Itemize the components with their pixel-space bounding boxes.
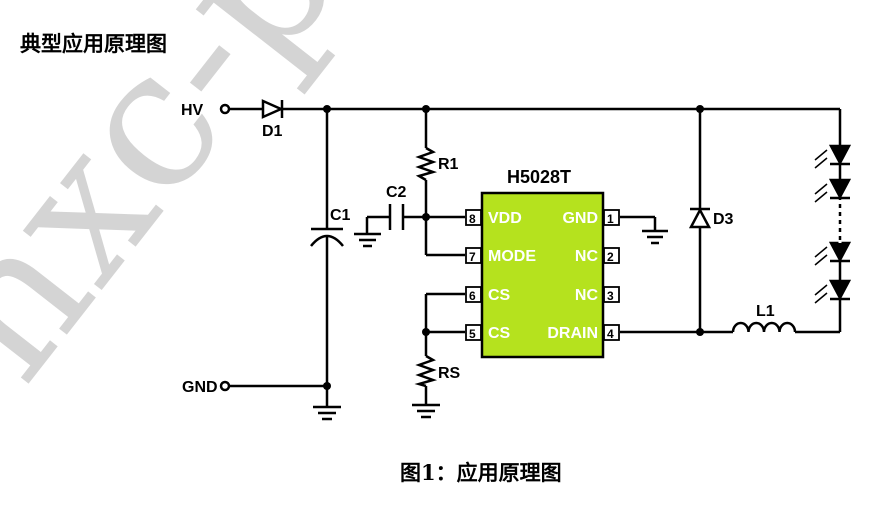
page-title: 典型应用原理图 [20,31,167,56]
pin-label-cs-5: CS [488,325,511,342]
diode-d1 [261,99,285,119]
label-gnd: GND [182,379,218,396]
diode-d3 [688,207,712,229]
pin-label-mode: MODE [488,248,536,265]
ground-icons [313,229,668,421]
label-rs: RS [438,365,461,382]
pin-6: 6 [469,289,476,303]
pin-8: 8 [469,212,476,226]
label-d1: D1 [262,123,283,140]
inductor-l1 [731,321,797,333]
capacitor-c1 [310,227,344,247]
label-c2: C2 [386,184,407,201]
resistor-r1 [415,146,438,182]
pin-5: 5 [469,327,476,341]
label-d3: D3 [713,211,734,228]
pin-label-gnd: GND [562,210,598,227]
figure-caption: 图1：应用原理图 [400,460,562,485]
hv-terminal [219,103,231,115]
ic-pins [465,209,620,341]
resistor-rs [414,354,438,388]
pin-label-nc-2: NC [575,248,599,265]
capacitor-c2 [388,204,405,230]
ic-body [480,191,605,359]
pin-label-drain: DRAIN [547,325,598,342]
pin-7: 7 [469,250,476,264]
junction-dots [323,105,704,390]
led-string [814,144,852,304]
pin-3: 3 [607,289,614,303]
chip-name: H5028T [507,167,571,187]
pin-label-vdd: VDD [488,210,522,227]
label-r1: R1 [438,156,459,173]
label-c1: C1 [330,207,351,224]
pin-4: 4 [607,327,614,341]
gnd-terminal [219,380,231,392]
pin-label-nc-3: NC [575,287,599,304]
pin-label-cs-6: CS [488,287,511,304]
label-hv: HV [181,102,204,119]
label-l1: L1 [756,303,775,320]
pin-1: 1 [607,212,614,226]
pin-2: 2 [607,250,614,264]
